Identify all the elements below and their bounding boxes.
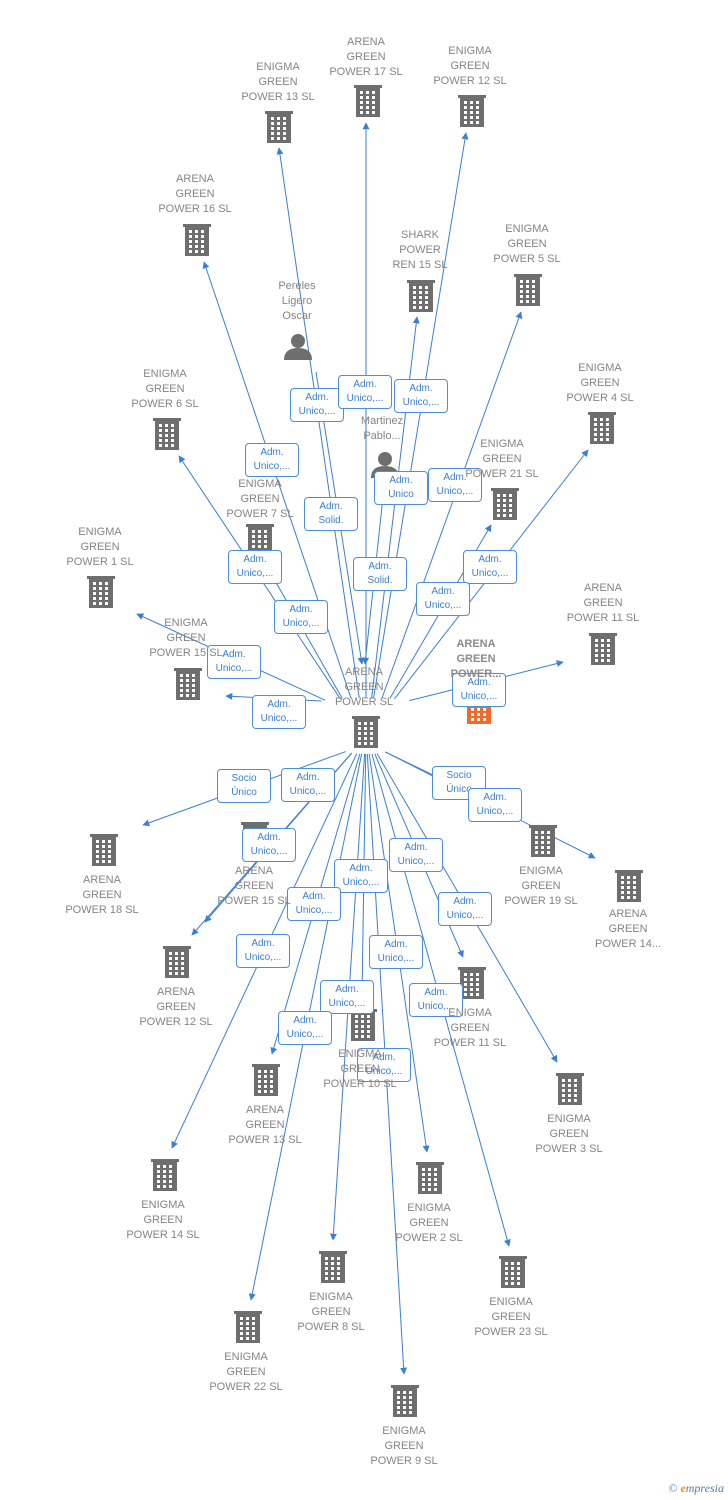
edge-center-eg13 [276, 147, 360, 699]
building-icon-eg9[interactable] [391, 1385, 419, 1417]
node-label-center[interactable]: ARENA GREEN POWER SL [334, 666, 394, 708]
edge-label-center-eg13[interactable]: Adm. Unico,... [290, 388, 344, 422]
building-icon-eg5[interactable] [514, 274, 542, 306]
building-icon-eg21[interactable] [491, 488, 519, 520]
edge-label-center-eg21[interactable]: Adm. Unico,... [416, 582, 470, 616]
edge-label-center-ag16[interactable]: Adm. Unico,... [245, 443, 299, 477]
node-label-eg3[interactable]: ENIGMA GREEN POWER 3 SL [535, 1113, 603, 1155]
building-icon-ag18[interactable] [90, 834, 118, 866]
brand-logo-mark: e [680, 1481, 686, 1495]
building-icon-ag17[interactable] [354, 85, 382, 117]
building-icon-ag16[interactable] [183, 224, 211, 256]
node-label-ag13[interactable]: ARENA GREEN POWER 13 SL [228, 1104, 302, 1146]
edge-label-center-eg9[interactable]: Adm. Unico,... [357, 1048, 411, 1082]
edge-label-center-eg15[interactable]: Adm. Unico,... [252, 695, 306, 729]
edge-label-center-ag15[interactable]: Adm. Unico,... [242, 828, 296, 862]
building-icon-eg23[interactable] [499, 1256, 527, 1288]
edge-label-center-ag11[interactable]: Adm. Unico,... [452, 673, 506, 707]
edge-label-center-ag12[interactable]: Adm. Unico,... [281, 768, 335, 802]
edge-label-center-ag13[interactable]: Adm. Unico,... [287, 887, 341, 921]
node-label-eg9[interactable]: ENIGMA GREEN POWER 9 SL [370, 1425, 438, 1467]
edge-label-center-eg14[interactable]: Adm. Unico,... [236, 934, 290, 968]
edge-label-center-eg12[interactable]: Adm. Unico,... [394, 379, 448, 413]
building-icon-eg15[interactable] [174, 668, 202, 700]
edge-label-center-ag18[interactable]: Socio Único [217, 769, 271, 803]
edge-label-center-eg4[interactable]: Adm. Unico,... [463, 550, 517, 584]
node-label-eg1[interactable]: ENIGMA GREEN POWER 1 SL [66, 526, 134, 568]
building-icon-eg3[interactable] [556, 1073, 584, 1105]
edge-label-center-ag14[interactable]: Adm. Unico,... [468, 788, 522, 822]
node-label-eg13[interactable]: ENIGMA GREEN POWER 13 SL [241, 61, 315, 103]
edge-center-eg12 [373, 132, 469, 699]
node-label-ag18[interactable]: ARENA GREEN POWER 18 SL [65, 874, 139, 916]
building-icon-eg19[interactable] [529, 825, 557, 857]
edge-label-center-eg19[interactable]: Socio Único [432, 766, 486, 800]
building-icon-ag12[interactable] [163, 946, 191, 978]
node-label-eg6[interactable]: ENIGMA GREEN POWER 6 SL [131, 368, 199, 410]
edge-label-pereles-center[interactable]: Adm. Solid. [304, 497, 358, 531]
edge-label-center-eg1[interactable]: Adm. Unico,... [207, 645, 261, 679]
node-label-eg7[interactable]: ENIGMA GREEN POWER 7 SL [226, 478, 294, 520]
edge-label-center-eg7[interactable]: Adm. Unico,... [274, 600, 328, 634]
edge-label-center-eg3[interactable]: Adm. Unico,... [438, 892, 492, 926]
edge-label-martinez-center[interactable]: Adm. Solid. [353, 557, 407, 591]
building-icon-shark[interactable] [407, 280, 435, 312]
building-icon-eg12[interactable] [458, 95, 486, 127]
node-label-ag14[interactable]: ARENA GREEN POWER 14... [594, 908, 662, 950]
node-label-eg11[interactable]: ENIGMA GREEN POWER 11 SL [433, 1007, 507, 1049]
empresia-credit: © empresia [668, 1481, 724, 1496]
edge-label-center-eg22[interactable]: Adm. Unico,... [278, 1011, 332, 1045]
copyright-symbol: © [668, 1481, 678, 1495]
edge-label-center-eg2[interactable]: Adm. Unico,... [369, 935, 423, 969]
brand-logo-text: mpresia [685, 1481, 724, 1495]
node-label-eg8[interactable]: ENIGMA GREEN POWER 8 SL [297, 1291, 365, 1333]
edge-label-center-eg5[interactable]: Adm. Unico,... [428, 468, 482, 502]
building-icon-ag13[interactable] [252, 1064, 280, 1096]
building-icon-eg4[interactable] [588, 412, 616, 444]
person-icon-pereles[interactable] [284, 334, 312, 360]
building-icon-eg11[interactable] [458, 967, 486, 999]
node-label-eg2[interactable]: ENIGMA GREEN POWER 2 SL [395, 1202, 463, 1244]
node-label-eg5[interactable]: ENIGMA GREEN POWER 5 SL [493, 223, 561, 265]
building-icon-eg13[interactable] [265, 111, 293, 143]
edge-label-center-shark[interactable]: Adm. Unico [374, 471, 428, 505]
edge-label-center-ag17[interactable]: Adm. Unico,... [338, 375, 392, 409]
edge-label-center-eg11[interactable]: Adm. Unico,... [389, 838, 443, 872]
edge-label-center-eg23[interactable]: Adm. Unico,... [409, 983, 463, 1017]
building-icon-eg14[interactable] [151, 1159, 179, 1191]
node-label-eg15[interactable]: ENIGMA GREEN POWER 15 SL [149, 617, 223, 659]
node-label-shark[interactable]: SHARK POWER REN 15 SL [392, 229, 448, 271]
node-label-eg23[interactable]: ENIGMA GREEN POWER 23 SL [474, 1296, 548, 1338]
node-label-eg12[interactable]: ENIGMA GREEN POWER 12 SL [433, 45, 507, 87]
node-label-eg21[interactable]: ENIGMA GREEN POWER 21 SL [465, 438, 539, 480]
node-label-agp[interactable]: ARENA GREEN POWER... [450, 638, 502, 680]
node-label-ag17[interactable]: ARENA GREEN POWER 17 SL [329, 36, 403, 78]
building-icon-eg8[interactable] [319, 1251, 347, 1283]
node-label-ag16[interactable]: ARENA GREEN POWER 16 SL [158, 173, 232, 215]
building-icon-eg1[interactable] [87, 576, 115, 608]
node-label-ag15[interactable]: ARENA GREEN POWER 15 SL [217, 865, 291, 907]
node-label-ag12[interactable]: ARENA GREEN POWER 12 SL [139, 986, 213, 1028]
building-icon-eg22[interactable] [234, 1311, 262, 1343]
edge-label-center-eg6[interactable]: Adm. Unico,... [228, 550, 282, 584]
building-icon-ag11[interactable] [589, 633, 617, 665]
node-label-martinez[interactable]: Martinez Pablo... [360, 415, 404, 442]
node-label-eg4[interactable]: ENIGMA GREEN POWER 4 SL [566, 362, 634, 404]
edge-label-center-eg10[interactable]: Adm. Unico,... [334, 859, 388, 893]
edge-center-eg5 [381, 311, 523, 699]
node-label-eg22[interactable]: ENIGMA GREEN POWER 22 SL [209, 1351, 283, 1393]
node-label-ag11[interactable]: ARENA GREEN POWER 11 SL [566, 582, 640, 624]
node-label-pereles[interactable]: Pereles Ligero Oscar [278, 280, 316, 322]
building-icon-eg2[interactable] [416, 1162, 444, 1194]
node-label-eg10[interactable]: ENIGMA GREEN POWER 10 SL [323, 1048, 397, 1090]
node-label-eg14[interactable]: ENIGMA GREEN POWER 14 SL [126, 1199, 200, 1241]
node-label-eg19[interactable]: ENIGMA GREEN POWER 19 SL [504, 865, 578, 907]
building-icon-center[interactable] [352, 716, 380, 748]
edge-label-center-eg8[interactable]: Adm. Unico,... [320, 980, 374, 1014]
building-icon-eg6[interactable] [153, 418, 181, 450]
building-icon-ag14[interactable] [615, 870, 643, 902]
